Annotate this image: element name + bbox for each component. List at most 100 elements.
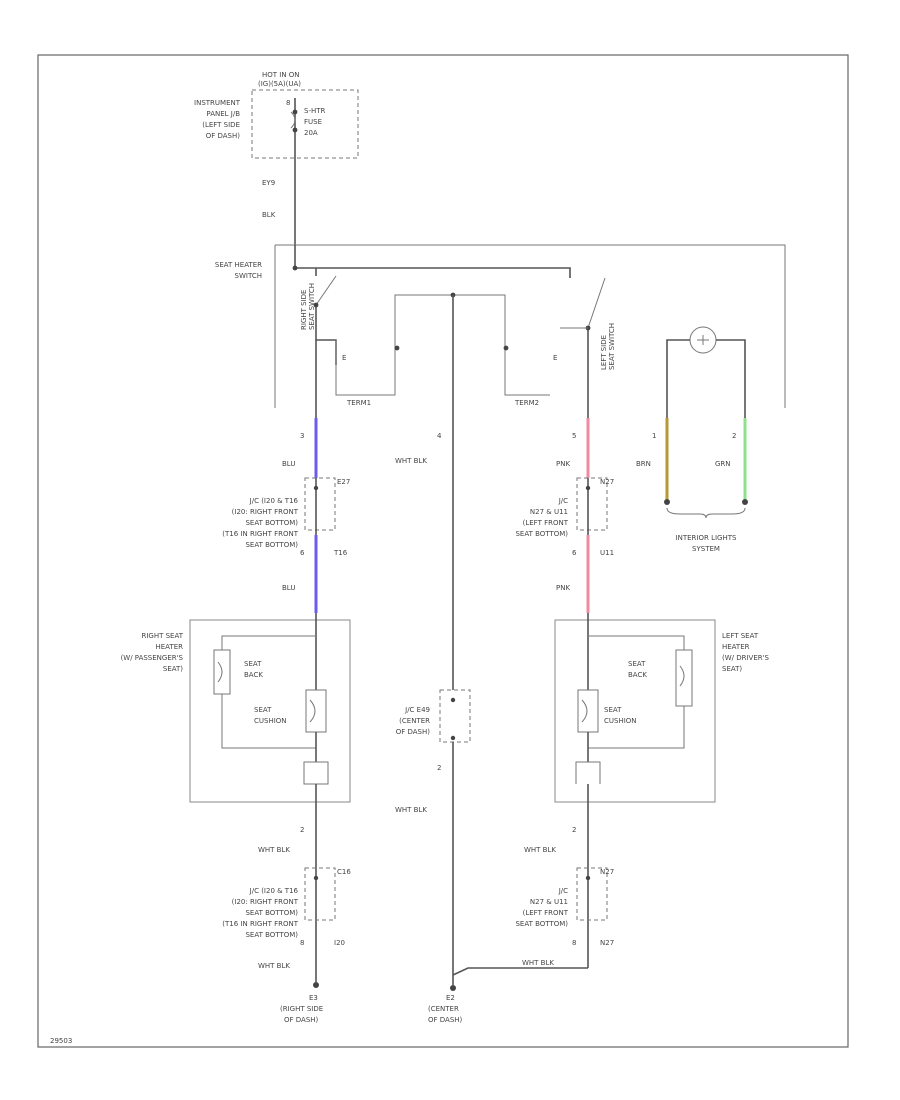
left-switch-label-2: SEAT SWITCH [608,323,616,370]
left-jc2-terminal [585,875,591,881]
right-color-bot2: WHT BLK [258,962,290,970]
left-switch-label-1: LEFT SIDE [600,335,608,370]
fuse-box [251,89,359,159]
lights-pin-2: 2 [732,432,736,440]
left-heater-box [554,619,716,803]
left-jc2-label-4: SEAT BOTTOM) [515,920,568,928]
right-jc-label-2: (I20: RIGHT FRONT [232,508,299,516]
lamp-filament-icon [697,335,709,345]
left-back-return [588,706,685,749]
left-color-top: PNK [556,460,570,468]
right-jc-label-5: SEAT BOTTOM) [245,541,298,549]
fuse-location-3: (LEFT SIDE [202,121,240,129]
fuse-terminal-top [292,109,298,115]
left-thermostat [575,761,601,784]
right-pin-bot: 2 [300,826,304,834]
right-cushion-coil-icon [309,699,316,723]
left-color-bot: WHT BLK [524,846,556,854]
lights-pin-1: 1 [652,432,656,440]
lamp-wire-right [716,339,746,408]
right-jc2-label-1: J/C (I20 & T16 [249,887,299,895]
center-ground-id: E2 [446,994,455,1002]
lights-label-1: INTERIOR LIGHTS [676,534,737,542]
right-heater-box [189,619,351,803]
right-back-return [221,694,316,749]
fuse-terminal-bottom [292,127,298,133]
right-switch-blade [315,275,337,306]
fuse-hot-label: HOT IN ON [262,71,300,79]
right-seat-cushion-1: SEAT [254,706,272,714]
right-ground-id: E3 [309,994,318,1002]
fuse-name-2: FUSE [304,118,322,126]
switch-term-right: TERM1 [346,399,371,407]
left-jc-label-2: N27 & U11 [530,508,568,516]
left-conn-bot2: N27 [600,939,614,947]
right-jc2-terminal [313,875,319,881]
switch-title-2: SWITCH [235,272,262,280]
left-jc-label-1: J/C [558,497,568,505]
center-ground-point [450,985,456,991]
left-pin-mid: 6 [572,549,577,557]
left-jc-terminal [585,485,591,491]
switch-term-left: TERM2 [514,399,539,407]
right-jc2-label-5: SEAT BOTTOM) [245,931,298,939]
left-color-mid: PNK [556,584,570,592]
left-jc2-label-2: N27 & U11 [530,898,568,906]
left-pin-bot2: 8 [572,939,576,947]
right-heater-title-2: HEATER [156,643,184,651]
center-jc-label-3: OF DASH) [396,728,431,736]
right-color-bot: WHT BLK [258,846,290,854]
right-seat-cushion-element [305,689,327,733]
fuse-location-2: PANEL J/B [206,110,240,118]
left-conn-mid: U11 [600,549,614,557]
term-node-left [503,345,509,351]
center-color-top: WHT BLK [395,457,427,465]
right-color-top: BLU [282,460,295,468]
right-seat-back-1: SEAT [244,660,262,668]
lights-terminal-2 [742,499,748,505]
left-cushion-coil-icon [581,699,588,723]
right-seat-cushion-2: CUSHION [254,717,287,725]
fuse-pin: 8 [286,99,290,107]
left-seat-cushion-2: CUSHION [604,717,637,725]
fuse-name-3: 20A [304,129,318,137]
lamp-wire-left [666,339,690,408]
left-seat-cushion-1: SEAT [604,706,622,714]
left-switch-pin: E [553,354,557,362]
right-jc2-box [304,867,336,921]
right-switch-pivot [313,302,319,308]
right-heater-title-3: (W/ PASSENGER'S [121,654,184,662]
right-jc2-label-2: (I20: RIGHT FRONT [232,898,299,906]
right-thermostat [303,761,329,785]
left-switch-blade [587,277,606,329]
right-jc-connector: E27 [337,478,350,486]
lights-terminal-1 [664,499,670,505]
switch-frame-top-right [275,244,786,408]
right-switch-output [315,305,337,365]
left-jc2-box [576,867,608,921]
left-jc-connector: N27 [600,478,614,486]
right-switch-label-2: SEAT SWITCH [308,283,316,330]
center-color-bot: WHT BLK [395,806,427,814]
left-pin-bot: 2 [572,826,576,834]
right-pin-bot2: 8 [300,939,304,947]
right-seat-back-2: BACK [244,671,263,679]
right-jc-label-1: J/C (I20 & T16 [249,497,299,505]
right-heater-title-4: SEAT) [163,665,183,673]
fuse-location-1: INSTRUMENT [194,99,241,107]
center-jc-label-1: J/C E49 [404,706,430,714]
center-jc-terminal-1 [450,697,456,703]
left-color-bot2: WHT BLK [522,959,554,967]
center-ground-label-1: (CENTER [428,1005,459,1013]
right-jc-label-4: (T16 IN RIGHT FRONT [222,530,298,538]
center-jc-pin: 2 [437,764,441,772]
right-ground-label-1: (RIGHT SIDE [280,1005,323,1013]
center-jc-box [439,689,471,743]
right-pin-mid: 6 [300,549,305,557]
left-heater-title-2: HEATER [722,643,750,651]
right-conn-bot2: I20 [334,939,345,947]
left-jc-label-3: (LEFT FRONT [523,519,569,527]
center-pin-top: 4 [437,432,442,440]
right-ground-label-2: OF DASH) [284,1016,319,1024]
right-switch-pin: E [342,354,346,362]
